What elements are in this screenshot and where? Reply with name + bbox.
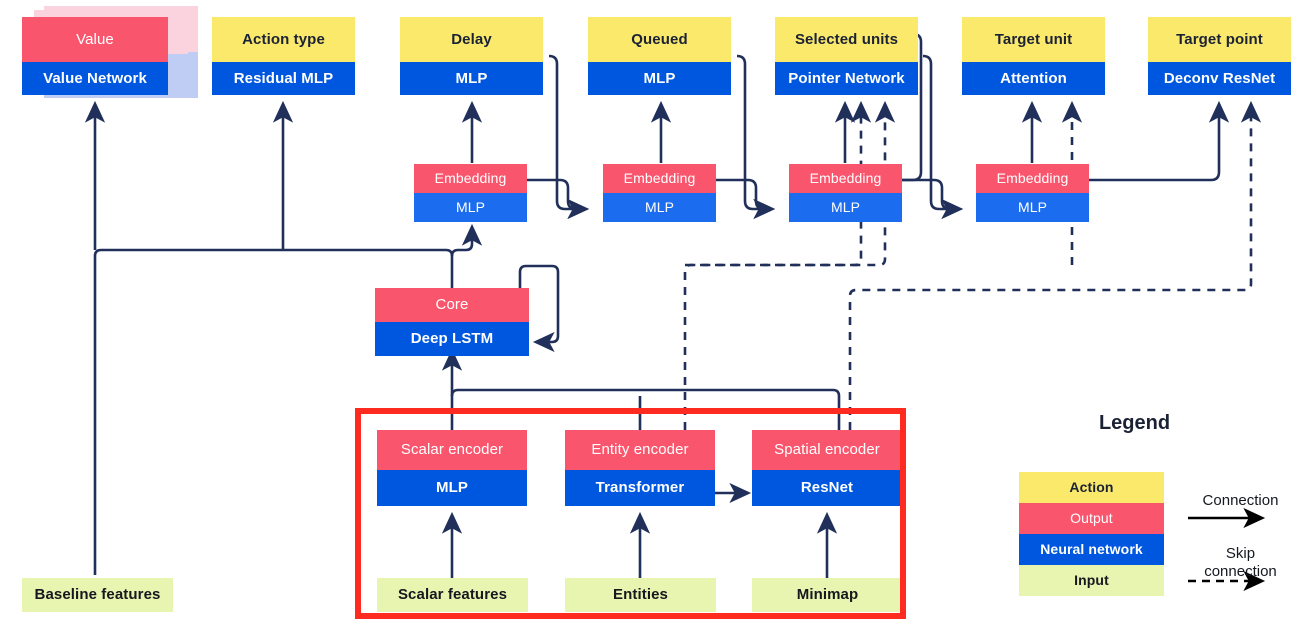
legend-connection-label: Connection	[1202, 492, 1279, 509]
wire-encoders-bus	[450, 388, 841, 430]
embedding-4-output-label: Embedding	[976, 164, 1089, 193]
input-entities[interactable]: Entities	[565, 578, 716, 612]
legend: Legend Action Output Neural network Inpu…	[962, 412, 1307, 622]
encoder-entity[interactable]: Entity encoder Transformer	[565, 430, 715, 506]
wire-embedding2-to-embedding3	[716, 178, 776, 220]
encoder-entity-network-label: Transformer	[565, 470, 715, 506]
head-queued[interactable]: Queued MLP	[588, 17, 731, 95]
head-target-point[interactable]: Target point Deconv ResNet	[1148, 17, 1291, 95]
head-target-unit[interactable]: Target unit Attention	[962, 17, 1105, 95]
legend-swatch-action: Action	[1019, 472, 1164, 503]
legend-swatch-input: Input	[1019, 565, 1164, 596]
head-target-unit-action-label: Target unit	[962, 17, 1105, 62]
head-delay[interactable]: Delay MLP	[400, 17, 543, 95]
head-selected-units-action-label: Selected units	[775, 17, 918, 62]
legend-skip-connection-label: Skip connection	[1204, 545, 1277, 580]
head-target-unit-network-label: Attention	[962, 62, 1105, 95]
wire-action-type-to-embedding1	[548, 54, 590, 220]
wire-skip-entity-to-selected-units	[683, 100, 896, 430]
wire-skip-spatial-to-target-point	[848, 100, 1262, 430]
embedding-1-network-label: MLP	[414, 193, 527, 222]
embedding-block-3[interactable]: Embedding MLP	[789, 164, 902, 222]
wire-skip-entity-to-attention	[685, 100, 872, 267]
head-action-type[interactable]: Action type Residual MLP	[212, 17, 355, 95]
wire-embedding3-to-embedding4	[901, 178, 964, 220]
encoder-spatial-output-label: Spatial encoder	[752, 430, 902, 470]
head-selected-units-network-label: Pointer Network	[775, 62, 918, 95]
head-value-network-label: Value Network	[22, 62, 168, 95]
core-network-label: Deep LSTM	[375, 322, 529, 356]
input-baseline-features-label: Baseline features	[22, 578, 173, 612]
head-queued-action-label: Queued	[588, 17, 731, 62]
input-scalar-features-label: Scalar features	[377, 578, 528, 612]
encoder-spatial-network-label: ResNet	[752, 470, 902, 506]
legend-swatch-output: Output	[1019, 503, 1164, 534]
legend-arrow-keys: Connection Skip connection	[1174, 472, 1307, 622]
core-block[interactable]: Core Deep LSTM	[375, 288, 529, 356]
input-minimap-label: Minimap	[752, 578, 903, 612]
wire-core-to-embedding-1	[450, 223, 483, 257]
wire-core-recurrent-loop	[518, 264, 560, 353]
head-target-point-network-label: Deconv ResNet	[1148, 62, 1291, 95]
head-value[interactable]: Value Value Network	[22, 17, 168, 95]
encoder-scalar-output-label: Scalar encoder	[377, 430, 527, 470]
input-minimap[interactable]: Minimap	[752, 578, 903, 612]
embedding-1-output-label: Embedding	[414, 164, 527, 193]
embedding-block-1[interactable]: Embedding MLP	[414, 164, 527, 222]
head-target-point-action-label: Target point	[1148, 17, 1291, 62]
wire-embedding1-to-embedding2	[527, 178, 590, 220]
input-entities-label: Entities	[565, 578, 716, 612]
head-queued-network-label: MLP	[588, 62, 731, 95]
embedding-2-network-label: MLP	[603, 193, 716, 222]
input-baseline-features[interactable]: Baseline features	[22, 578, 173, 612]
embedding-block-4[interactable]: Embedding MLP	[976, 164, 1089, 222]
core-output-label: Core	[375, 288, 529, 322]
encoder-entity-output-label: Entity encoder	[565, 430, 715, 470]
wire-queued-to-embedding4	[922, 54, 964, 220]
embedding-4-network-label: MLP	[976, 193, 1089, 222]
head-delay-action-label: Delay	[400, 17, 543, 62]
legend-title: Legend	[1098, 412, 1171, 434]
encoder-scalar[interactable]: Scalar encoder MLP	[377, 430, 527, 506]
head-selected-units[interactable]: Selected units Pointer Network	[775, 17, 918, 95]
legend-swatch-neural-network: Neural network	[1019, 534, 1164, 565]
head-action-type-action-label: Action type	[212, 17, 355, 62]
wire-delay-to-embedding3	[736, 54, 776, 220]
embedding-block-2[interactable]: Embedding MLP	[603, 164, 716, 222]
input-scalar-features[interactable]: Scalar features	[377, 578, 528, 612]
embedding-3-network-label: MLP	[789, 193, 902, 222]
head-delay-network-label: MLP	[400, 62, 543, 95]
encoder-spatial[interactable]: Spatial encoder ResNet	[752, 430, 902, 506]
legend-swatches: Action Output Neural network Input	[1019, 472, 1164, 596]
head-action-type-network-label: Residual MLP	[212, 62, 355, 95]
wire-embedding4-to-target-point	[1089, 100, 1230, 182]
encoder-scalar-network-label: MLP	[377, 470, 527, 506]
head-value-action-label: Value	[22, 17, 168, 62]
embedding-2-output-label: Embedding	[603, 164, 716, 193]
embedding-3-output-label: Embedding	[789, 164, 902, 193]
